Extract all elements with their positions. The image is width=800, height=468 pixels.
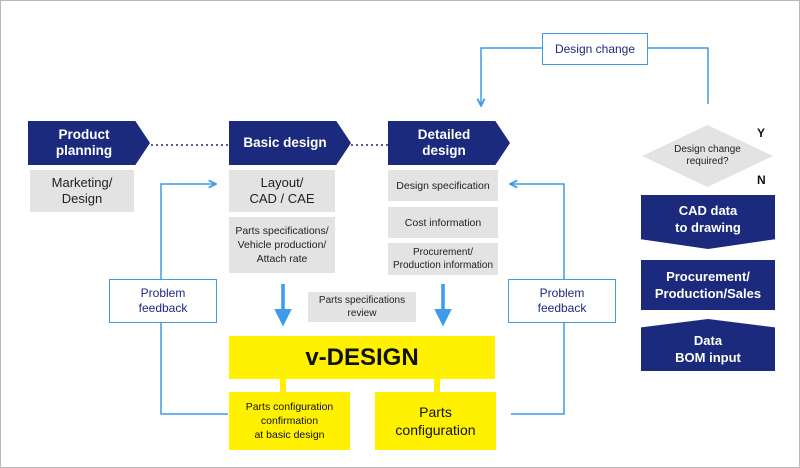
problem-feedback-right: Problem feedback — [508, 279, 616, 323]
stage-basic-design: Basic design — [229, 121, 351, 165]
stage-detailed-design: Detailed design — [388, 121, 510, 165]
yellow-connector-right — [434, 379, 440, 393]
problem-feedback-left: Problem feedback — [109, 279, 217, 323]
decision-no-label: N — [757, 173, 766, 187]
procurement-production-info-box: Procurement/ Production information — [388, 243, 498, 275]
decision-yes-label: Y — [757, 126, 766, 140]
parts-specifications-box: Parts specifications/ Vehicle production… — [229, 217, 335, 273]
layout-cad-cae-box: Layout/ CAD / CAE — [229, 170, 335, 212]
parts-configuration-confirmation-box: Parts configuration confirmation at basi… — [229, 392, 350, 450]
parts-configuration-box: Parts configuration — [375, 392, 496, 450]
stage-product-planning: Product planning — [28, 121, 150, 165]
design-change-label: Design change — [542, 33, 648, 65]
parts-specifications-review-box: Parts specifications review — [308, 292, 416, 322]
v-design-box: v-DESIGN — [229, 336, 495, 379]
data-bom-input-box: Data BOM input — [641, 319, 775, 371]
design-specification-box: Design specification — [388, 170, 498, 201]
cad-data-to-drawing-box: CAD data to drawing — [641, 195, 775, 249]
marketing-design-box: Marketing/ Design — [30, 170, 134, 212]
yellow-connector-left — [280, 379, 286, 393]
cost-information-box: Cost information — [388, 207, 498, 238]
procurement-production-sales-box: Procurement/ Production/Sales — [641, 260, 775, 310]
